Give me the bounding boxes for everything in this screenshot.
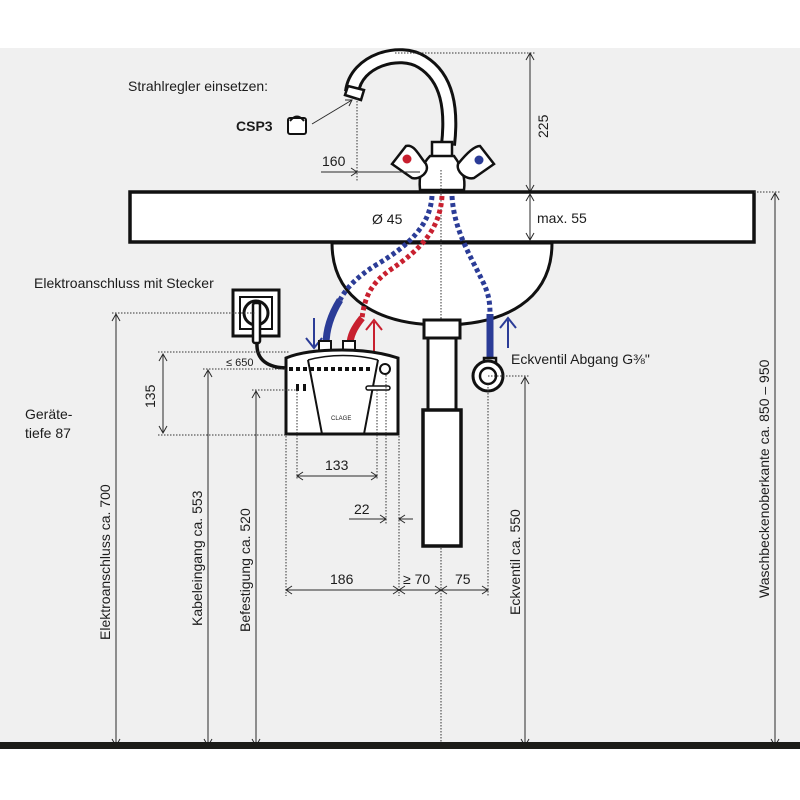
hot-hose-hidden xyxy=(359,195,445,319)
arrow-up-icon xyxy=(365,318,383,352)
width-133-label: 133 xyxy=(325,457,349,473)
floor xyxy=(0,742,800,749)
plug xyxy=(251,301,262,345)
angle-valve-outlet-label: Eckventil Abgang G⅜" xyxy=(511,351,650,367)
gap-70-label: ≥ 70 xyxy=(403,571,430,587)
basin-edge-height-label: Waschbeckenoberkante ca. 850 – 950 xyxy=(756,359,772,598)
aerator-pointer-arrow xyxy=(311,99,353,125)
tap-height-label: 225 xyxy=(535,114,551,138)
faucet xyxy=(343,48,496,192)
water-heater: CLAGE xyxy=(284,340,400,436)
device-height-label: 135 xyxy=(142,384,158,408)
brand-logo: CLAGE xyxy=(331,416,351,422)
hot-indicator xyxy=(402,154,412,164)
cable-length-label: ≤ 650 xyxy=(226,357,253,369)
aerator-part-label: CSP3 xyxy=(236,118,273,134)
width-186-label: 186 xyxy=(330,571,354,587)
electrical-connection-label: Elektroanschluss mit Stecker xyxy=(34,275,214,291)
drain-pipe xyxy=(421,318,463,548)
supply-hose-hidden xyxy=(449,195,493,315)
cold-hose-hidden xyxy=(337,195,435,302)
gap-75-label: 75 xyxy=(455,571,471,587)
device-depth-label-2: tiefe 87 xyxy=(25,425,71,441)
spout-offset-label: 160 xyxy=(322,153,346,169)
basin-thickness-label: max. 55 xyxy=(537,210,587,226)
hole-diameter-label: Ø 45 xyxy=(372,211,403,227)
device-depth-label-1: Geräte- xyxy=(25,406,73,422)
cable-entry-height-label: Kabeleingang ca. 553 xyxy=(189,490,205,626)
basin-top xyxy=(128,190,756,244)
power-cable xyxy=(255,342,289,370)
power-socket xyxy=(231,288,289,370)
angle-valve-height-label: Eckventil ca. 550 xyxy=(507,509,523,615)
aerator-part-icon xyxy=(287,115,307,135)
mount-height-label: Befestigung ca. 520 xyxy=(237,508,253,632)
cold-indicator xyxy=(474,155,484,165)
arrow-up-icon xyxy=(499,316,517,348)
width-22-label: 22 xyxy=(354,501,370,517)
elec-height-label: Elektroanschluss ca. 700 xyxy=(97,484,113,640)
aerator xyxy=(343,84,366,102)
aerator-instruction-label: Strahlregler einsetzen: xyxy=(128,78,268,94)
